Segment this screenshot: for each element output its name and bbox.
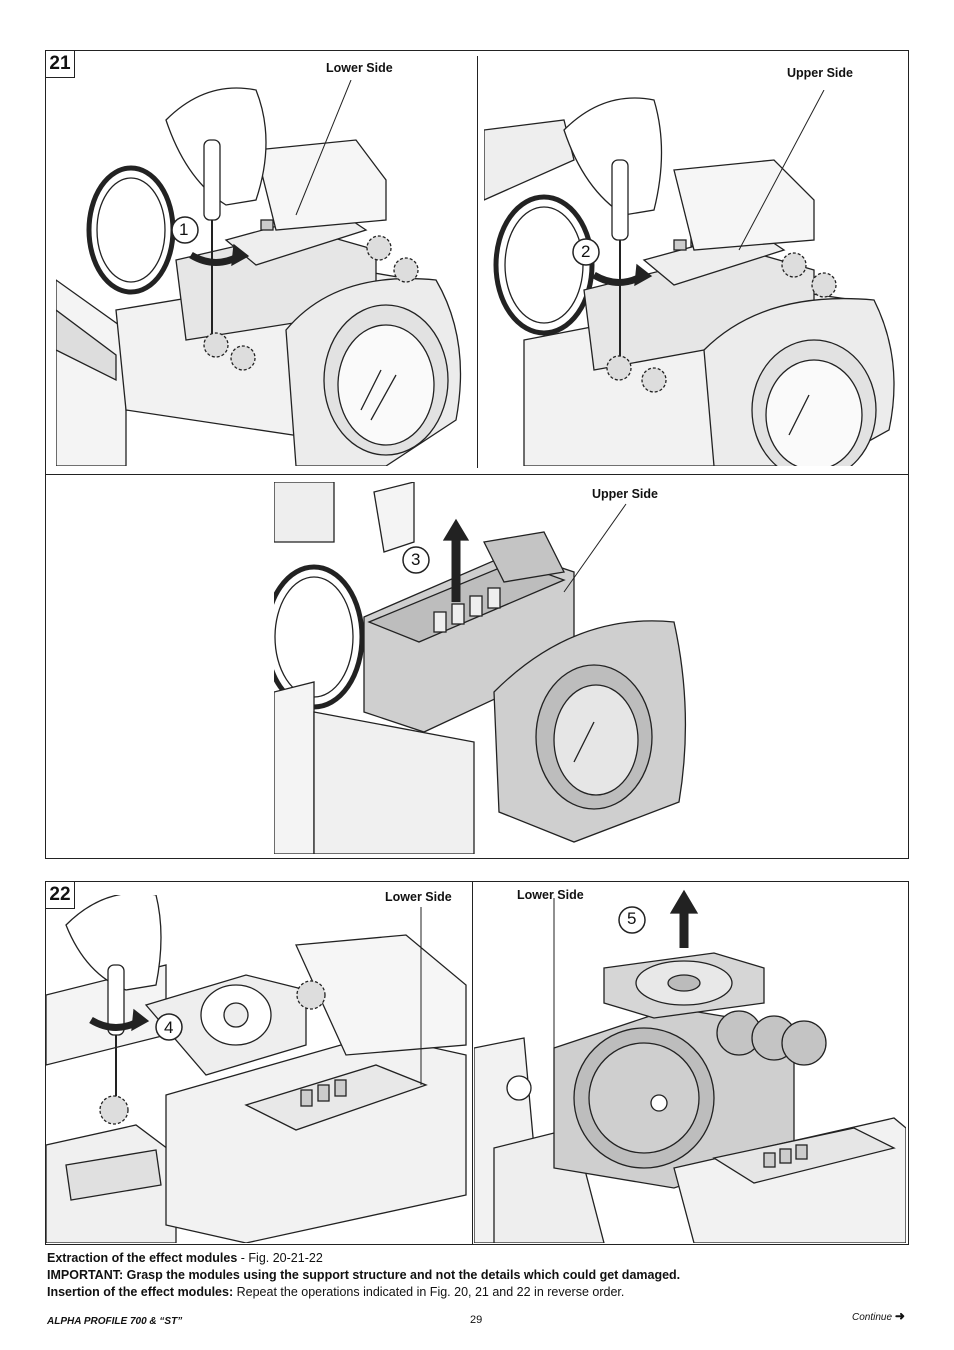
panel-1-callout-label: Lower Side (326, 61, 393, 75)
footer-continue-label: Continue (852, 1312, 893, 1323)
panel-2-callout-label: Upper Side (787, 66, 853, 80)
caption-important-text: IMPORTANT: Grasp the modules using the s… (47, 1268, 681, 1282)
panel-1-step-number: 1 (179, 220, 189, 239)
panel-3-callout-label: Upper Side (592, 487, 658, 501)
caption-insertion-text: Repeat the operations indicated in Fig. … (233, 1285, 625, 1299)
figure-21-row-divider (45, 474, 909, 475)
panel-4-callout-label: Lower Side (385, 890, 452, 904)
footer-page-number: 29 (470, 1314, 483, 1326)
panel-5-callout-label: Lower Side (517, 888, 584, 902)
panel-5-step-number: 5 (627, 909, 637, 928)
footer-continue: Continue ➜ (852, 1309, 905, 1323)
figure-21-number: 21 (45, 50, 75, 78)
panel-1-illustration (56, 80, 462, 466)
panel-3-step-number: 3 (411, 550, 421, 569)
panel-2-illustration (484, 90, 895, 466)
caption-line-insertion: Insertion of the effect modules: Repeat … (47, 1285, 624, 1299)
figure-22-number: 22 (45, 881, 75, 909)
panel-2-step-number: 2 (581, 242, 591, 261)
panel-4-illustration (46, 895, 467, 1243)
panel-5-illustration (474, 889, 906, 1243)
caption-extraction-title: Extraction of the effect modules (47, 1251, 238, 1265)
caption-line-extraction: Extraction of the effect modules - Fig. … (47, 1251, 323, 1265)
figure-22-col-divider (472, 882, 473, 1244)
arrow-right-icon: ➜ (894, 1309, 905, 1323)
footer-product-name: ALPHA PROFILE 700 & “ST” (47, 1316, 183, 1327)
caption-insertion-title: Insertion of the effect modules: (47, 1285, 234, 1299)
panel-4-step-number: 4 (164, 1018, 174, 1037)
figure-21-col-divider (477, 56, 478, 468)
panel-3-illustration (274, 482, 687, 854)
caption-extraction-figs: - Fig. 20-21-22 (237, 1251, 323, 1265)
caption-line-important: IMPORTANT: Grasp the modules using the s… (47, 1268, 680, 1282)
